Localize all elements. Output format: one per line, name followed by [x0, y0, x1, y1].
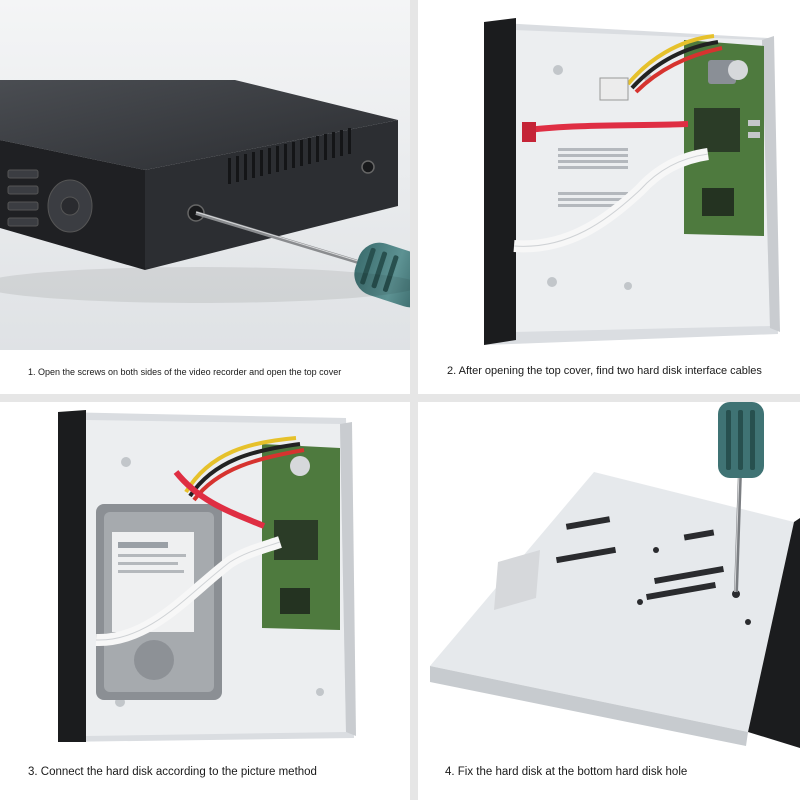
horizontal-divider	[0, 394, 800, 402]
step-3-photo	[0, 402, 410, 750]
step-4-photo	[418, 402, 800, 750]
step-1-photo	[0, 0, 410, 350]
step-3-caption: 3. Connect the hard disk according to th…	[28, 766, 317, 778]
step-4-caption: 4. Fix the hard disk at the bottom hard …	[445, 766, 688, 778]
step-1-caption: 1. Open the screws on both sides of the …	[28, 367, 342, 377]
step-2-photo	[418, 0, 800, 350]
step-2-caption: 2. After opening the top cover, find two…	[447, 365, 762, 377]
